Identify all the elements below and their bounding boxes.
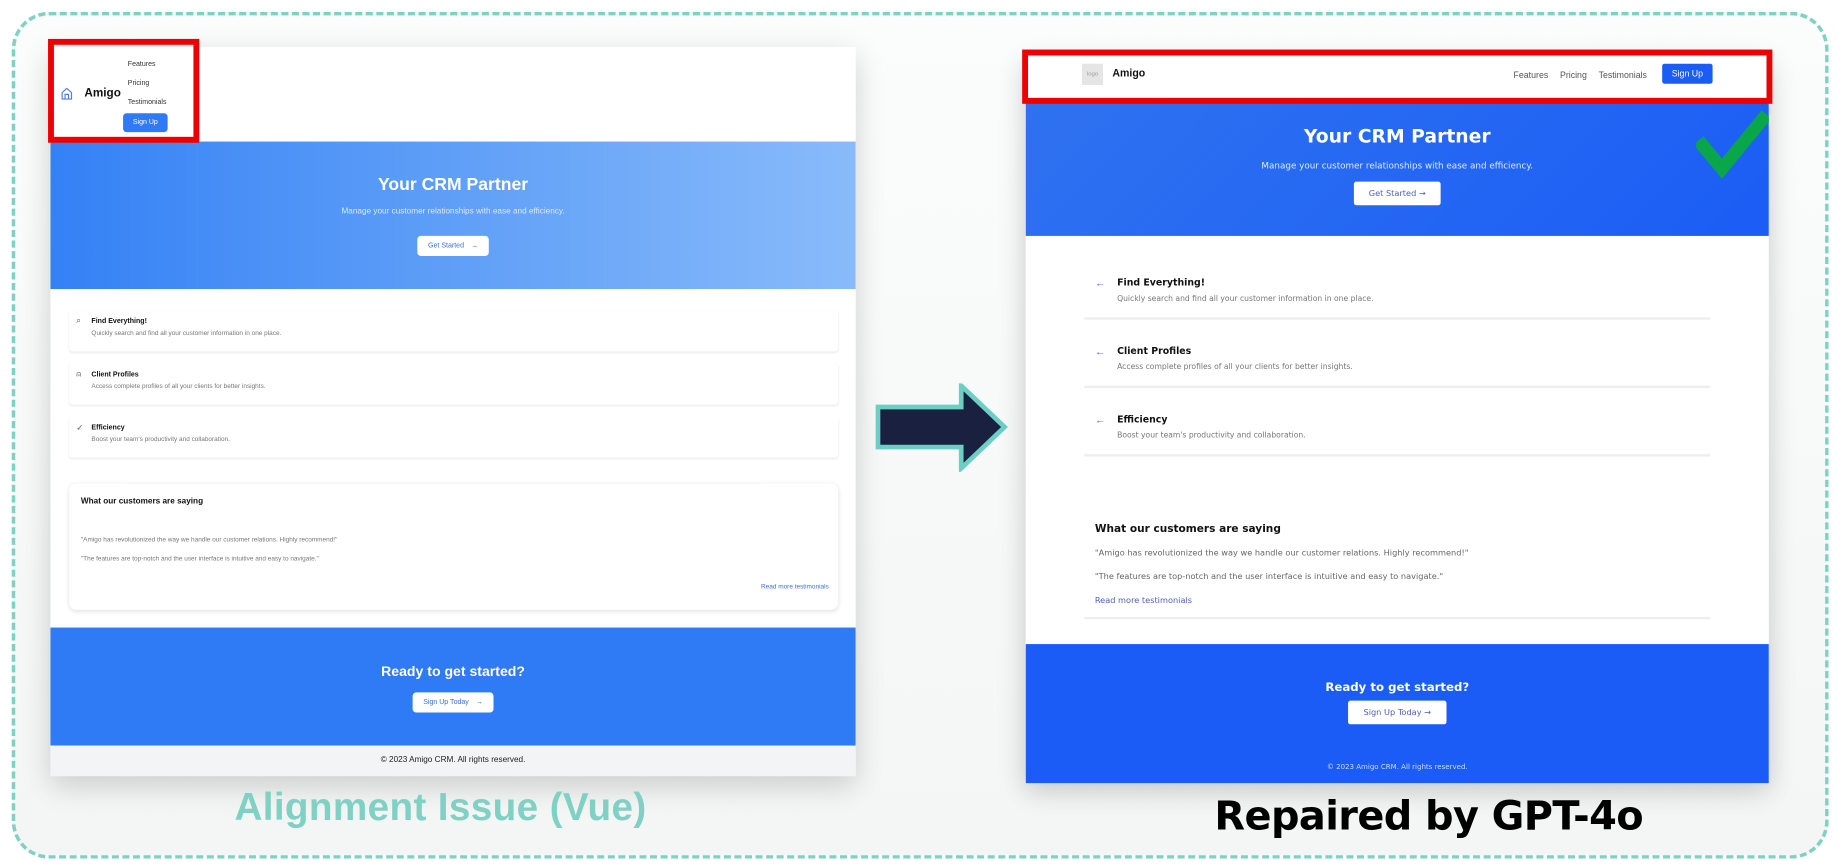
arrow-right-icon: → [471,242,479,250]
arrow-left-icon: ← [1094,345,1106,358]
check-icon: ✓ [76,424,84,433]
feature-description: Boost your team's productivity and colla… [1117,430,1306,440]
cta-section: Ready to get started? Sign Up Today → © … [1025,644,1769,784]
feature-row: ← Client Profiles Access complete profil… [1084,333,1711,389]
nav-link-features[interactable]: Features [1513,69,1549,81]
testimonials-title: What our customers are saying [1094,523,1281,536]
get-started-button[interactable]: Get Started → [417,235,489,256]
search-icon: ⌕ [76,317,81,326]
arrow-right-icon [875,383,1008,472]
logo-image[interactable]: logo [1081,63,1104,85]
nav-link-pricing[interactable]: Pricing [127,80,150,88]
left-header: Amigo Features Pricing Testimonials Sign… [50,47,856,142]
home-icon[interactable] [60,86,74,100]
footer-copyright: © 2023 Amigo CRM. All rights reserved. [50,745,856,777]
feature-title: Efficiency [1117,414,1168,425]
feature-title: Client Profiles [91,371,139,379]
feature-description: Access complete profiles of all your cli… [91,383,266,391]
nav-link-testimonials[interactable]: Testimonials [127,99,167,107]
arrow-right-icon: → [475,698,483,706]
arrow-left-icon: ← [1094,277,1106,290]
feature-card: ⍝ Client Profiles Access complete profil… [69,363,839,405]
sign-up-today-button[interactable]: Sign Up Today → [1348,700,1447,725]
sign-up-today-button[interactable]: Sign Up Today → [412,692,494,713]
testimonial-quote: "The features are top-notch and the user… [1094,572,1444,582]
feature-description: Quickly search and find all your custome… [91,330,282,338]
feature-card: ⌕ Find Everything! Quickly search and fi… [69,310,839,352]
arrow-left-icon: ← [1094,414,1106,426]
issue-highlight-box [48,38,200,143]
read-more-testimonials-link[interactable]: Read more testimonials [761,583,829,591]
testimonials-section: What our customers are saying "Amigo has… [1084,507,1711,620]
right-header: logo Amigo Features Pricing Testimonials… [1025,56,1769,102]
testimonial-quote: "Amigo has revolutionized the way we han… [1094,548,1469,558]
fix-highlight-box [1022,49,1773,104]
feature-title: Efficiency [91,424,125,432]
feature-description: Quickly search and find all your custome… [1117,293,1374,304]
left-page-screenshot: Amigo Features Pricing Testimonials Sign… [50,47,856,777]
read-more-testimonials-link[interactable]: Read more testimonials [1094,595,1193,606]
left-caption: Alignment Issue (Vue) [234,784,647,829]
nav-link-features[interactable]: Features [127,61,156,69]
brand-name[interactable]: Amigo [84,87,121,101]
feature-row: ← Find Everything! Quickly search and fi… [1084,264,1711,320]
sign-up-today-label: Sign Up Today [423,698,469,706]
cta-title: Ready to get started? [1325,681,1470,695]
right-caption: Repaired by GPT-4o [1214,792,1644,840]
get-started-button[interactable]: Get Started → [1353,181,1441,206]
hero-title: Your CRM Partner [1303,125,1491,148]
feature-description: Access complete profiles of all your cli… [1117,362,1353,372]
cta-section: Ready to get started? Sign Up Today → [50,627,856,746]
cta-title: Ready to get started? [381,662,525,680]
hero-section: Your CRM Partner Manage your customer re… [50,141,856,290]
sign-up-button[interactable]: Sign Up [1662,63,1713,84]
user-icon: ⍝ [76,370,82,379]
feature-card: ✓ Efficiency Boost your team's productiv… [69,416,839,458]
hero-title: Your CRM Partner [377,174,529,195]
testimonials-title: What our customers are saying [80,497,204,507]
sign-up-button[interactable]: Sign Up [123,113,168,133]
feature-description: Boost your team's productivity and colla… [91,436,230,444]
feature-title: Find Everything! [91,318,147,326]
brand-name[interactable]: Amigo [1112,67,1146,80]
nav-menu: Features Pricing Testimonials [1514,70,1647,81]
hero-section: Your CRM Partner Manage your customer re… [1025,101,1769,236]
checkmark-icon [1696,110,1769,179]
testimonials-card: What our customers are saying "Amigo has… [69,483,839,610]
hero-subtitle: Manage your customer relationships with … [341,207,565,216]
footer-copyright: © 2023 Amigo CRM. All rights reserved. [1326,763,1468,772]
right-page-screenshot: logo Amigo Features Pricing Testimonials… [1025,56,1769,784]
nav-link-pricing[interactable]: Pricing [1559,69,1587,81]
hero-subtitle: Manage your customer relationships with … [1261,160,1534,172]
get-started-label: Get Started [428,242,465,250]
testimonial-quote: "Amigo has revolutionized the way we han… [80,536,338,544]
nav-link-testimonials[interactable]: Testimonials [1598,69,1647,81]
feature-row: ← Efficiency Boost your team's productiv… [1084,401,1711,457]
nav-menu: Features Pricing Testimonials [128,60,167,107]
feature-title: Find Everything! [1117,277,1206,288]
testimonial-quote: "The features are top-notch and the user… [80,555,319,563]
feature-title: Client Profiles [1117,345,1192,357]
